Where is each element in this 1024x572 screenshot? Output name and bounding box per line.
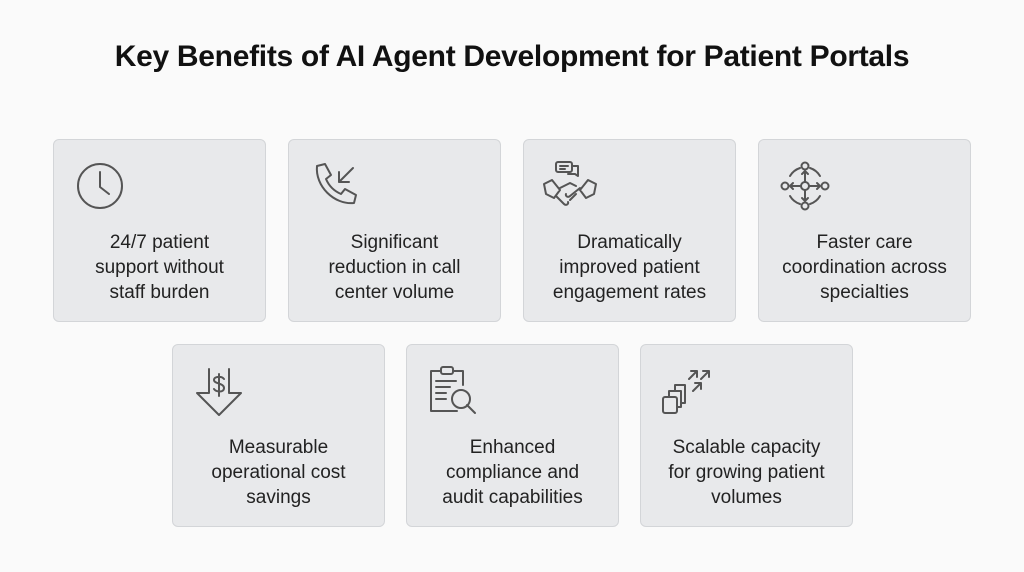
handshake-chat-icon bbox=[542, 158, 598, 214]
page-title: Key Benefits of AI Agent Development for… bbox=[114, 40, 910, 73]
scale-up-icon bbox=[659, 363, 715, 419]
dollar-down-arrow-icon bbox=[191, 363, 247, 419]
clock-icon bbox=[72, 158, 128, 214]
clipboard-search-icon bbox=[425, 363, 481, 419]
coordination-network-icon bbox=[777, 158, 833, 214]
phone-incoming-icon bbox=[307, 158, 363, 214]
